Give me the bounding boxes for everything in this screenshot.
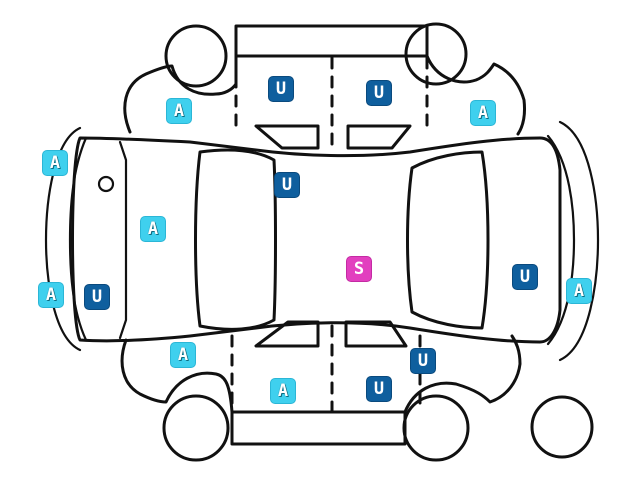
marker-m7: A	[140, 216, 166, 242]
roof-strip-bottom	[230, 410, 407, 446]
rear-bumper-inner	[546, 134, 576, 346]
front-left-window	[254, 124, 320, 150]
marker-m13: A	[170, 342, 196, 368]
marker-m15: A	[270, 378, 296, 404]
marker-m14: U	[410, 348, 436, 374]
right-side-panel	[120, 334, 522, 414]
marker-code: A	[49, 152, 61, 173]
marker-code: S	[353, 258, 365, 279]
marker-code: A	[173, 100, 185, 121]
rear-window	[406, 150, 490, 330]
marker-m6: U	[274, 172, 300, 198]
marker-m10: A	[566, 278, 592, 304]
marker-code: U	[519, 266, 531, 287]
marker-code: U	[275, 78, 287, 99]
marker-m2: U	[268, 76, 294, 102]
roof-strip-top	[234, 24, 429, 58]
marker-code: U	[91, 286, 103, 307]
front-bumper-inner	[68, 136, 88, 342]
marker-code: U	[281, 174, 293, 195]
marker-m12: U	[84, 284, 110, 310]
hood-edge	[118, 140, 128, 340]
top-view-body-outline	[71, 136, 562, 344]
marker-code: U	[373, 378, 385, 399]
rear-right-wheel	[402, 394, 470, 462]
rear-left-wheel	[404, 22, 468, 86]
marker-code: A	[477, 102, 489, 123]
marker-code: U	[417, 350, 429, 371]
marker-code: U	[373, 82, 385, 103]
marker-m3: U	[366, 80, 392, 106]
windshield	[194, 148, 277, 331]
marker-code: A	[573, 280, 585, 301]
marker-m1: A	[166, 98, 192, 124]
front-right-wheel	[162, 394, 230, 462]
rear-right-window	[344, 320, 408, 348]
fuel-cap	[97, 175, 115, 193]
marker-code: A	[177, 344, 189, 365]
marker-code: A	[147, 218, 159, 239]
left-side-panel	[123, 54, 526, 136]
marker-code: A	[277, 380, 289, 401]
rear-left-window	[346, 124, 412, 150]
front-left-wheel	[164, 24, 228, 88]
rear-bumper	[558, 120, 600, 362]
marker-m9: U	[512, 264, 538, 290]
marker-m5: A	[42, 150, 68, 176]
spare-wheel	[530, 395, 594, 459]
marker-m8: S	[346, 256, 372, 282]
marker-m16: U	[366, 376, 392, 402]
marker-m4: A	[470, 100, 496, 126]
marker-code: A	[45, 284, 57, 305]
marker-m11: A	[38, 282, 64, 308]
